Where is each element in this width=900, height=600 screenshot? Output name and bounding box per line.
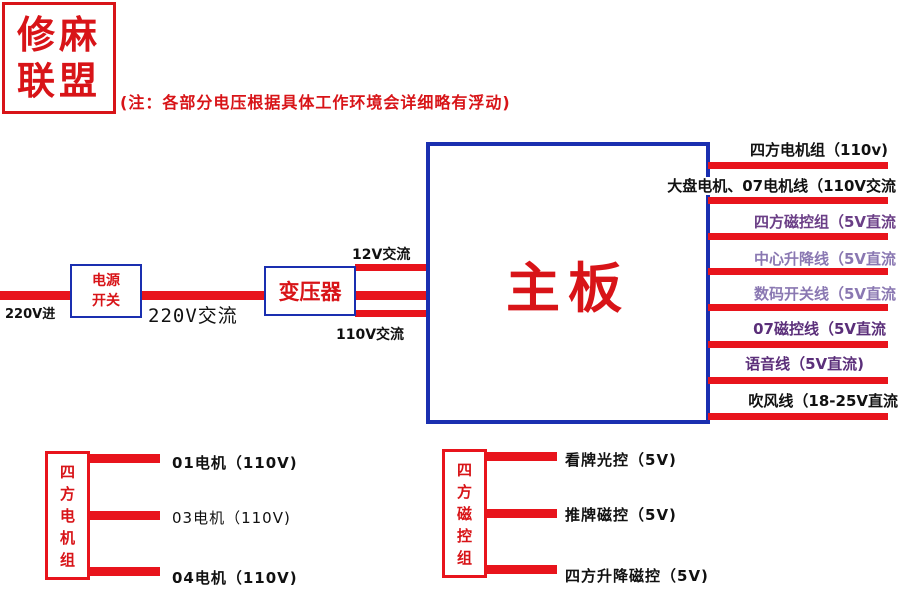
output-line: [708, 233, 888, 240]
power-switch-line1: 电源: [92, 273, 120, 289]
logo: 修麻 联盟: [2, 2, 116, 114]
magnet-group-char: 四: [456, 460, 472, 479]
input-power-line: [0, 291, 430, 300]
output-line: [708, 377, 888, 384]
transformer-box: 变压器: [264, 266, 356, 316]
ac12-line: [355, 264, 430, 271]
output-label: 语音线（5V直流): [745, 355, 864, 373]
output-label: 四方电机组（110v): [750, 141, 888, 159]
output-label: 07磁控线（5V直流: [753, 320, 886, 338]
output-line: [708, 197, 888, 204]
ac110-label: 110V交流: [336, 327, 405, 343]
magnet-group-char: 磁: [456, 504, 472, 523]
power-switch-line2: 开关: [92, 293, 120, 309]
output-line: [708, 304, 888, 311]
magnet-item-push: 推牌磁控（5V): [565, 506, 677, 524]
motor-group-char: 方: [59, 484, 75, 503]
magnet-branch-line: [487, 565, 557, 574]
output-line: [708, 162, 888, 169]
power-switch-box: 电源 开关: [70, 264, 142, 318]
motor-group-char: 组: [59, 550, 75, 569]
mainboard: 主板: [426, 142, 710, 424]
output-label: 吹风线（18-25V直流: [748, 392, 898, 410]
motor-item-03: 03电机（110V): [172, 509, 291, 527]
magnet-group-char: 组: [456, 548, 472, 567]
logo-line1: 修麻: [16, 12, 101, 57]
motor-branch-line: [90, 511, 160, 520]
ac110-line: [355, 310, 430, 317]
motor-item-04: 04电机（110V): [172, 569, 298, 587]
output-label: 大盘电机、07电机线（110V交流: [667, 177, 896, 195]
motor-item-01: 01电机（110V): [172, 454, 298, 472]
magnet-branch-line: [487, 509, 557, 518]
motor-group-char: 机: [59, 528, 75, 547]
output-label: 中心升降线（5V直流: [753, 250, 896, 268]
motor-group-box: 四 方 电 机 组: [45, 451, 90, 580]
motor-branch-line: [90, 567, 160, 576]
magnet-item-light: 看牌光控（5V): [565, 451, 677, 469]
logo-line2: 联盟: [16, 58, 101, 103]
output-line: [708, 413, 888, 420]
magnet-item-lift: 四方升降磁控（5V): [565, 567, 709, 585]
motor-branch-line: [90, 454, 160, 463]
output-line: [708, 268, 888, 275]
output-line: [708, 341, 888, 348]
magnet-group-box: 四 方 磁 控 组: [442, 449, 487, 578]
input-label: 220V进: [5, 307, 56, 322]
output-label: 四方磁控组（5V直流: [753, 213, 896, 231]
magnet-group-char: 控: [456, 526, 472, 545]
motor-group-char: 四: [59, 462, 75, 481]
voltage-note: (注：各部分电压根据具体工作环境会详细略有浮动): [120, 93, 511, 112]
output-label: 数码开关线（5V直流: [753, 285, 896, 303]
ac12-label: 12V交流: [352, 247, 411, 263]
ac220-label: 220V交流: [148, 305, 238, 327]
motor-group-char: 电: [59, 506, 75, 525]
magnet-branch-line: [487, 452, 557, 461]
magnet-group-char: 方: [456, 482, 472, 501]
